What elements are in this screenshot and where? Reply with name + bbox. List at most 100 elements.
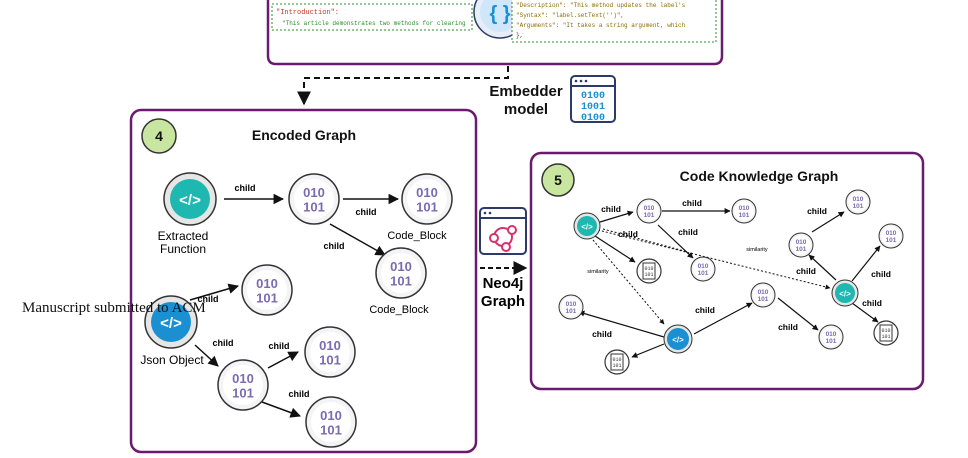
json-line-4: }, [516, 32, 523, 39]
svg-text:010: 010 [853, 196, 864, 203]
file-node-icon: 010 101 [604, 349, 630, 375]
json-line-1: "Description": "This method updates the … [516, 2, 686, 9]
svg-text:similarity: similarity [587, 269, 609, 275]
code-icon: </> [144, 295, 198, 349]
svg-text:</>: </> [179, 192, 201, 209]
encoded-graph-panel: 4 Encoded Graph child child child child … [129, 108, 478, 454]
svg-text:child: child [678, 227, 698, 237]
json-object-label: Json Object [140, 353, 204, 367]
step-badge-5 [541, 163, 575, 197]
code-icon: </> [573, 212, 601, 240]
svg-text:child: child [355, 207, 376, 217]
neo4j-label-2: Graph [481, 293, 525, 310]
svg-text:010: 010 [644, 266, 653, 272]
svg-text:child: child [695, 305, 715, 315]
svg-text:child: child [601, 204, 621, 214]
svg-text:101: 101 [758, 296, 769, 303]
svg-text:child: child [807, 206, 827, 216]
svg-text:010: 010 [390, 259, 412, 274]
svg-text:child: child [234, 183, 255, 193]
svg-text:101: 101 [566, 308, 577, 315]
svg-text:child: child [778, 322, 798, 332]
code-icon: </> [831, 279, 859, 307]
svg-text:4: 4 [155, 128, 163, 144]
svg-text:child: child [197, 294, 218, 304]
file-node-icon: 010 101 [873, 320, 899, 346]
neo4j-label-1: Neo4j [483, 275, 524, 292]
svg-text:010: 010 [644, 205, 655, 212]
knowledge-graph-title: Code Knowledge Graph [680, 168, 839, 184]
extracted-function-label-2: Function [160, 242, 206, 256]
svg-text:101: 101 [232, 385, 254, 400]
svg-text:</>: </> [839, 290, 851, 299]
svg-text:101: 101 [644, 272, 653, 278]
svg-text:010: 010 [232, 371, 254, 386]
svg-text:010: 010 [416, 185, 438, 200]
knowledge-graph-panel: 5 Code Knowledge Graph child child child… [529, 151, 925, 391]
svg-text:child: child [796, 266, 816, 276]
svg-text:</>: </> [160, 315, 182, 332]
svg-text:010: 010 [886, 230, 897, 237]
svg-text:101: 101 [796, 246, 807, 253]
json-line-3: "Arguments": "It takes a string argument… [516, 22, 686, 29]
svg-text:010: 010 [796, 239, 807, 246]
svg-text:010: 010 [698, 263, 709, 270]
svg-text:child: child [592, 329, 612, 339]
svg-text:101: 101 [698, 270, 709, 277]
embedder-label-1: Embedder [489, 83, 563, 100]
code-block-label-a: Code_Block [387, 230, 447, 242]
json-line-2: "Syntax": "label.setText('')", [516, 12, 624, 19]
svg-text:101: 101 [644, 212, 655, 219]
embedder-label-2: model [504, 101, 548, 118]
svg-text:101: 101 [881, 334, 890, 340]
extracted-function-label-1: Extracted [158, 229, 209, 243]
intro-text: "This article demonstrates two methods f… [282, 20, 466, 27]
svg-text:child: child [268, 341, 289, 351]
svg-text:child: child [871, 269, 891, 279]
svg-text:010: 010 [256, 276, 278, 291]
svg-text:101: 101 [303, 199, 325, 214]
code-icon: </> [663, 324, 693, 354]
manuscript-footer: Manuscript submitted to ACM [22, 300, 206, 316]
svg-text:101: 101 [416, 199, 438, 214]
svg-text:similarity: similarity [746, 247, 768, 253]
svg-text:101: 101 [319, 352, 341, 367]
svg-text:101: 101 [320, 422, 342, 437]
svg-text:child: child [862, 298, 882, 308]
svg-text:010: 010 [826, 331, 837, 338]
binary-window-icon: 0100 1001 0100 [570, 75, 616, 124]
svg-text:010: 010 [303, 185, 325, 200]
svg-text:child: child [288, 389, 309, 399]
svg-text:101: 101 [612, 363, 621, 369]
svg-text:010: 010 [739, 205, 750, 212]
file-node-icon: 010 101 [636, 258, 662, 284]
svg-text:child: child [212, 338, 233, 348]
neo4j-icon [479, 207, 527, 255]
svg-text:0100: 0100 [581, 91, 605, 102]
svg-text:101: 101 [390, 273, 412, 288]
svg-text:010: 010 [566, 301, 577, 308]
svg-text:</>: </> [581, 223, 593, 232]
svg-text:101: 101 [886, 237, 897, 244]
svg-text:010: 010 [320, 408, 342, 423]
svg-text:</>: </> [672, 336, 684, 345]
svg-text:010: 010 [758, 289, 769, 296]
encoded-graph-title: Encoded Graph [252, 127, 356, 143]
svg-text:101: 101 [739, 212, 750, 219]
svg-text:child: child [682, 198, 702, 208]
svg-text:{ }: { } [489, 3, 510, 25]
